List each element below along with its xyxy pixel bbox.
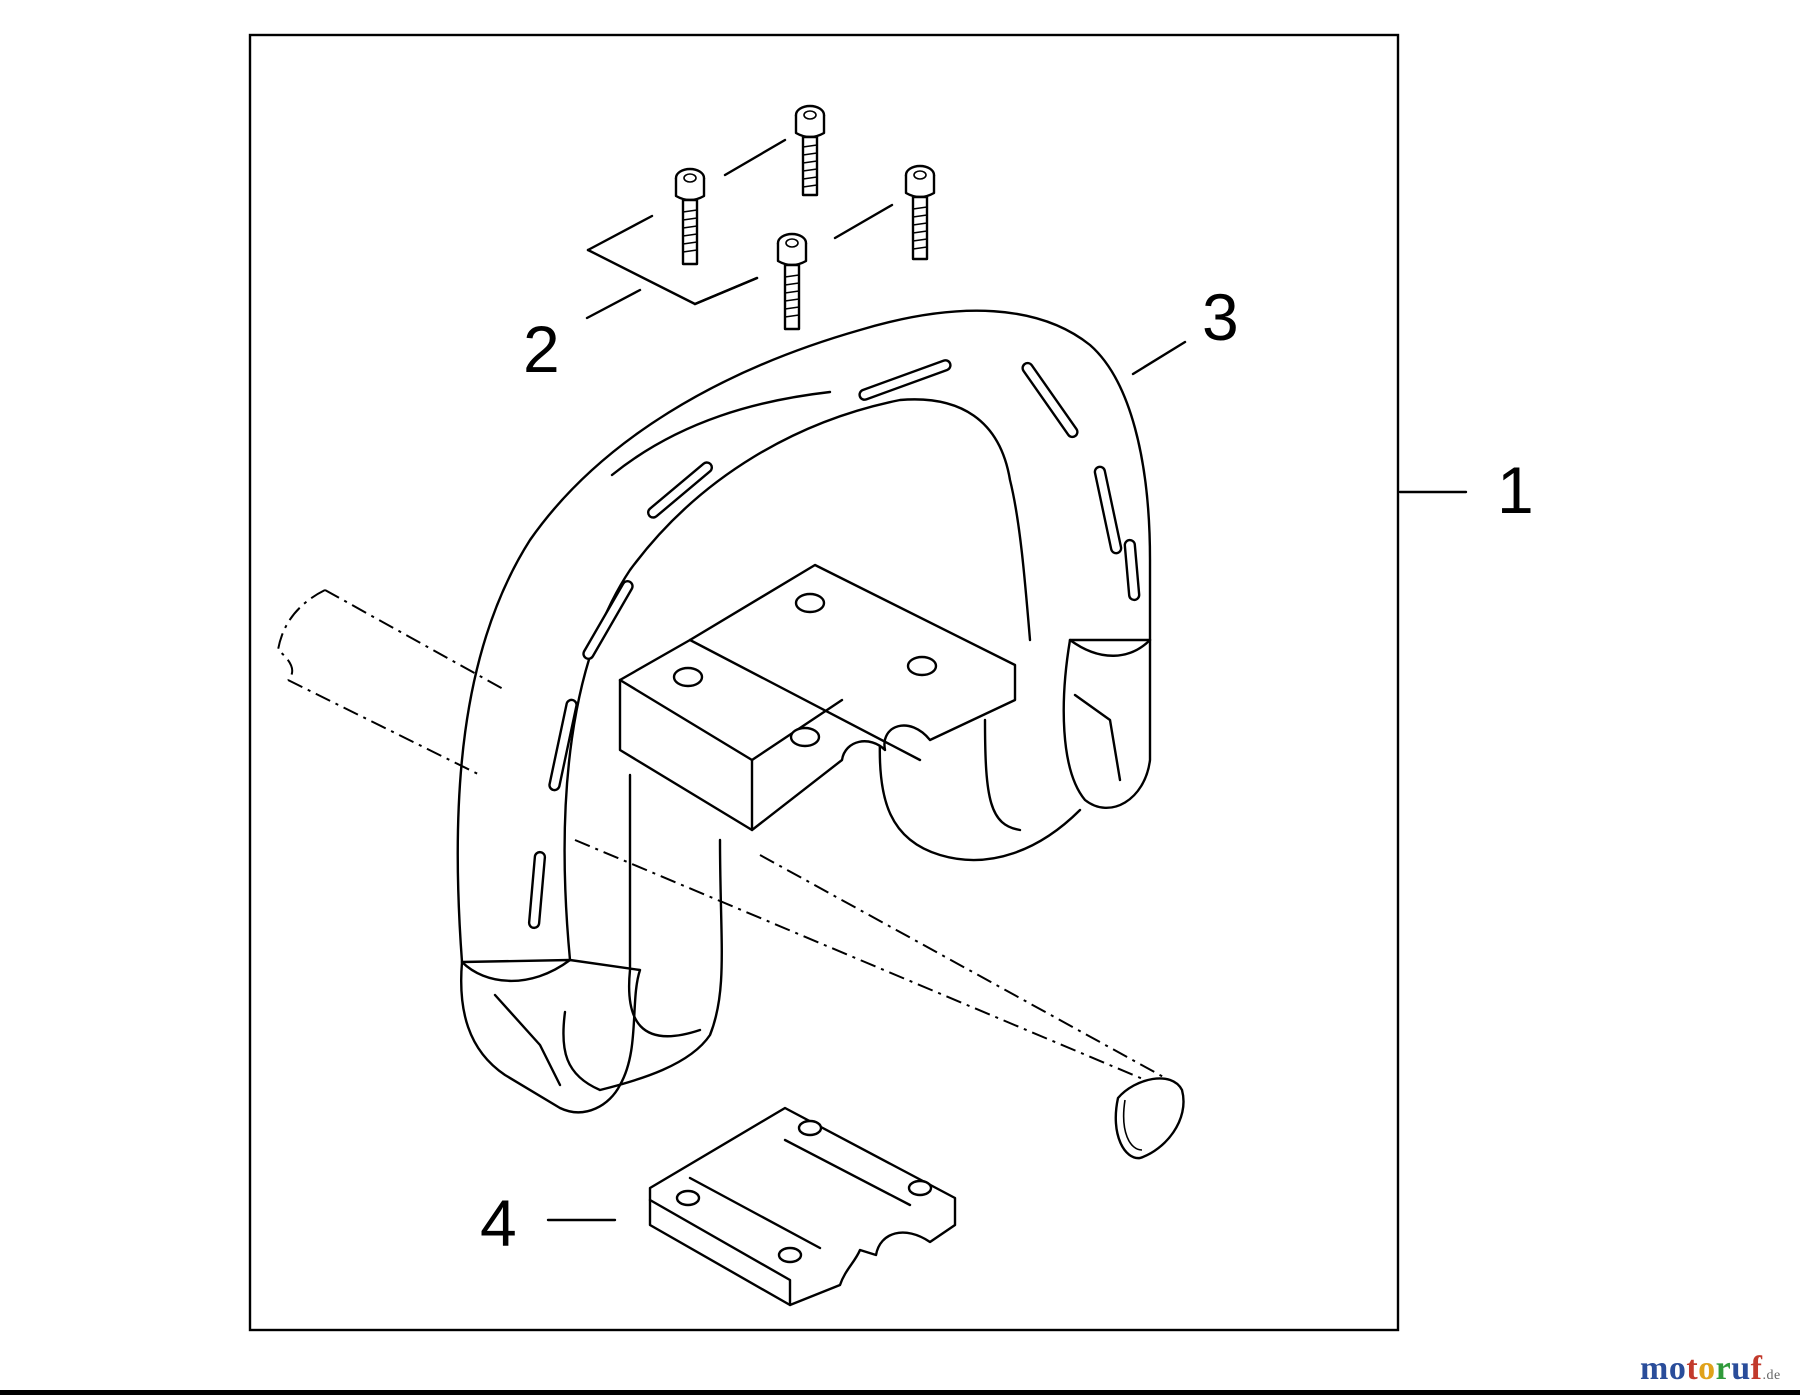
watermark-letter: t	[1686, 1350, 1699, 1387]
screw-top-leader	[723, 138, 787, 177]
watermark-letter: u	[1731, 1350, 1751, 1387]
watermark-letter: o	[1698, 1350, 1716, 1387]
shaft-end	[1114, 1077, 1185, 1160]
screw-right	[904, 164, 936, 261]
bottom-rule	[0, 1390, 1800, 1395]
lower-clamp	[648, 1106, 957, 1307]
callout-2: 2	[523, 312, 560, 386]
upper-clamp	[618, 563, 1017, 832]
watermark-letter: r	[1715, 1350, 1732, 1387]
watermark-tld: .de	[1762, 1368, 1781, 1383]
leader-2	[585, 214, 759, 320]
watermark-letter: m	[1640, 1350, 1669, 1387]
watermark-letter: o	[1668, 1350, 1687, 1387]
screw-front	[776, 232, 808, 331]
callout-4: 4	[480, 1186, 517, 1260]
screw-left	[674, 167, 706, 266]
callout-3: 3	[1202, 280, 1239, 354]
leader-3	[1131, 340, 1187, 376]
assembly-frame	[248, 33, 1400, 1332]
front-handle	[456, 309, 1152, 1114]
shaft-phantom	[276, 589, 1179, 1086]
screw-right-leader	[833, 203, 894, 240]
watermark-letter: f	[1750, 1350, 1763, 1387]
screw-top	[794, 104, 826, 197]
callout-1: 1	[1497, 453, 1534, 527]
watermark-logo: motoruf.de	[1640, 1350, 1781, 1388]
